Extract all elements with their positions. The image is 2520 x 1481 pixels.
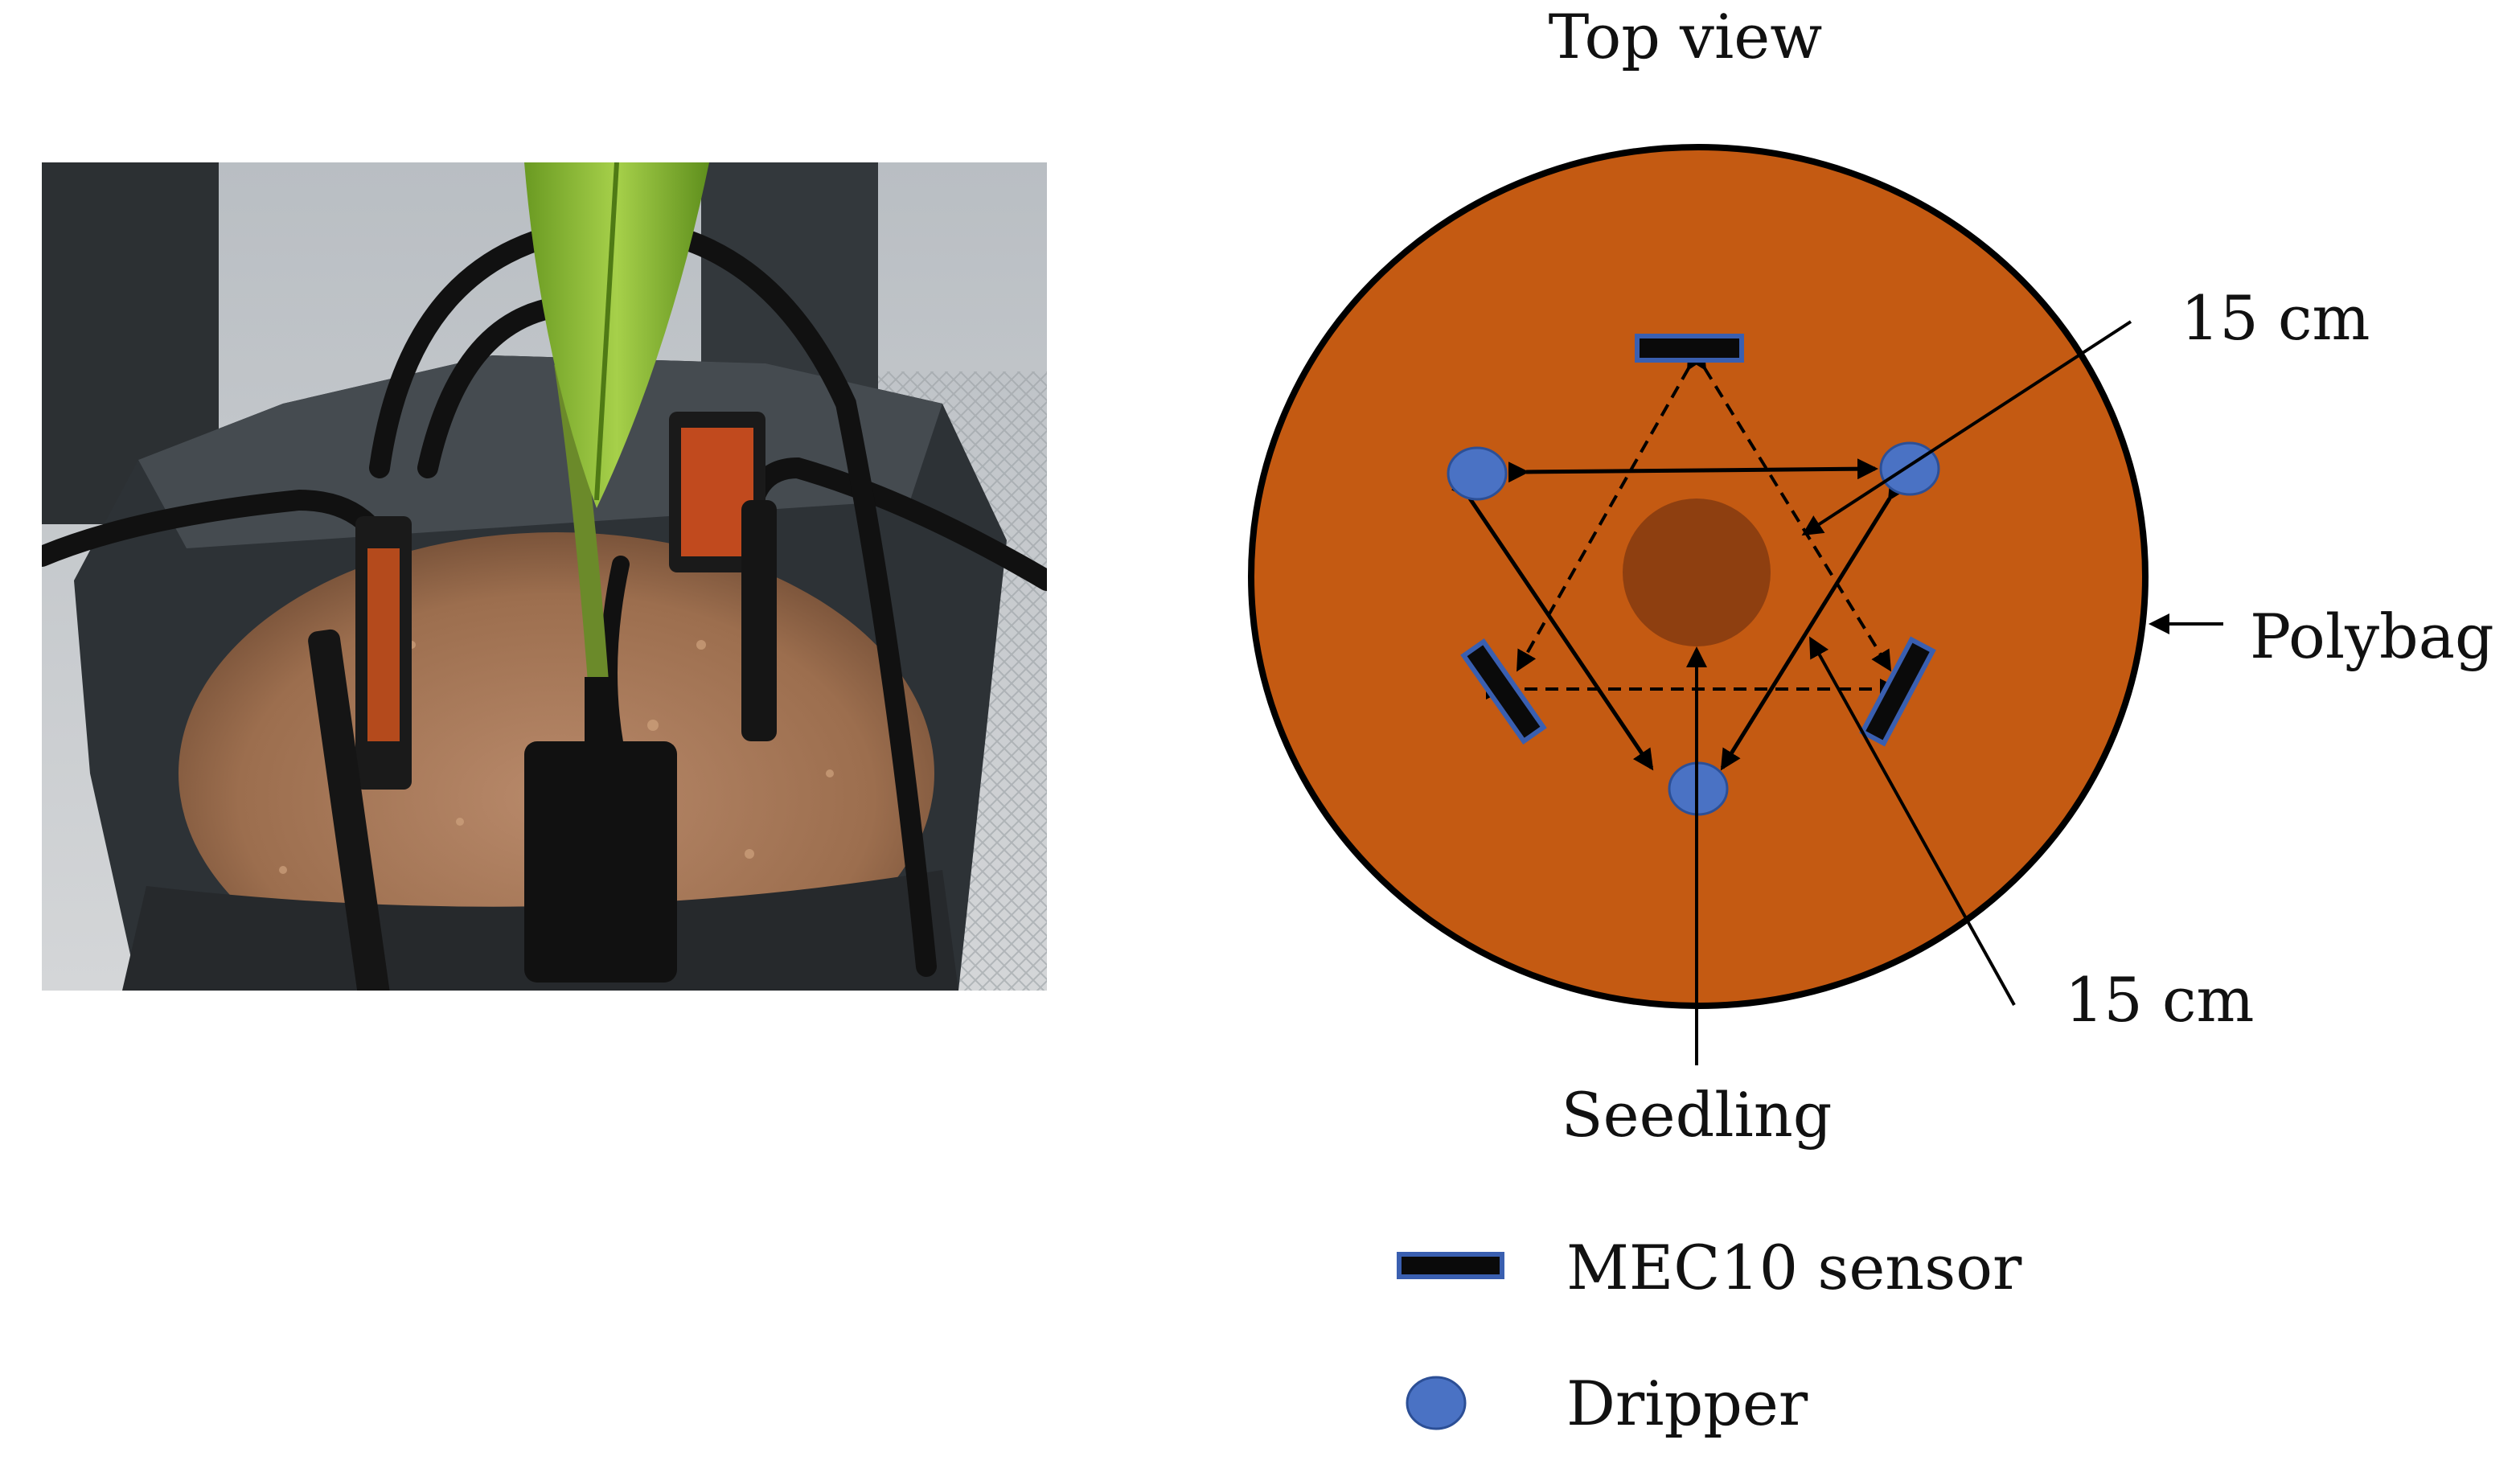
diagram-title: Top view — [1549, 1, 1823, 72]
photo-sensor-center — [524, 677, 677, 983]
legend-sensor-label: MEC10 sensor — [1566, 1232, 2022, 1303]
distance-leader-lower — [1809, 636, 2016, 1006]
distance-label-sensor: 15 cm — [2181, 282, 2370, 354]
sensor-top — [1635, 334, 1744, 363]
dripper-left — [1447, 446, 1508, 501]
sensor-left — [1460, 638, 1547, 745]
seedling-leaf — [524, 162, 709, 508]
photo-sensor-right — [669, 412, 777, 741]
distance-label-dripper: 15 cm — [2065, 964, 2255, 1036]
seedling-marker — [1623, 498, 1771, 646]
sensor-right — [1859, 636, 1936, 747]
drip-tube-right — [369, 215, 937, 977]
seedling-label: Seedling — [1562, 1079, 1833, 1151]
photo-illustration — [42, 162, 1047, 991]
photo-sensor-left — [308, 516, 412, 991]
dripper-spacing-lines — [1451, 458, 1908, 771]
polybag-label: Polybag — [2250, 601, 2494, 672]
distance-leader-upper — [1801, 320, 2132, 536]
legend: MEC10 sensor Dripper — [1397, 1232, 2022, 1439]
legend-dripper-label: Dripper — [1566, 1368, 1808, 1439]
seedling-photo — [42, 162, 1047, 991]
legend-dripper-symbol — [1406, 1376, 1467, 1430]
legend-sensor-symbol — [1397, 1252, 1504, 1279]
